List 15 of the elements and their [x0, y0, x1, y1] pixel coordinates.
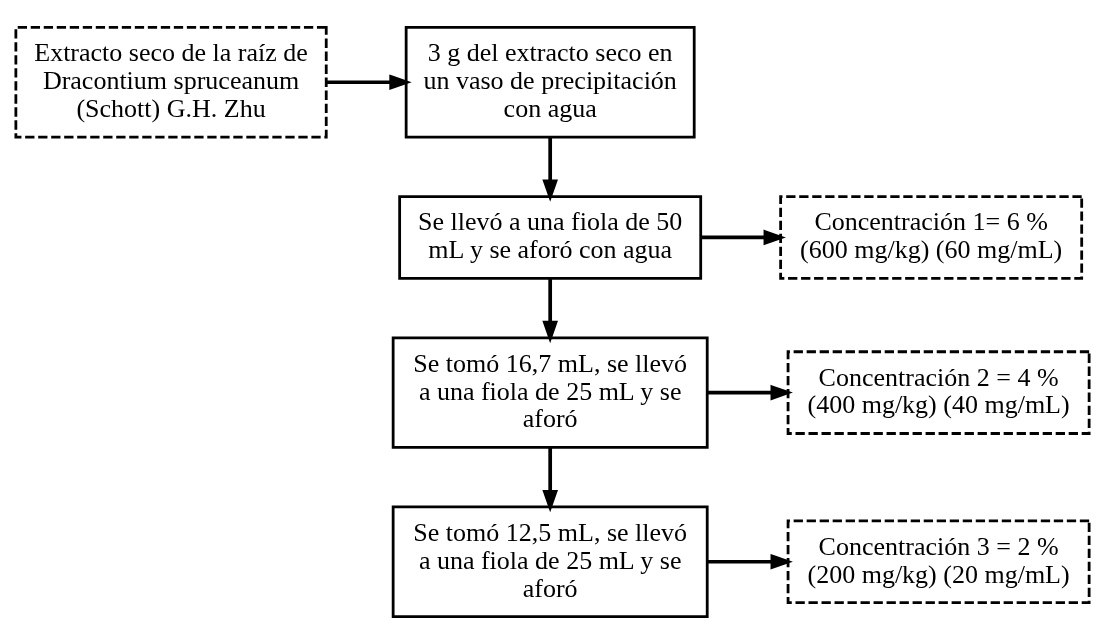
node-box: Se tomó 12,5 mL, se llevó a una fiola de 25 mL y se aforó	[391, 505, 709, 618]
node-box: Concentración 1= 6 % (600 mg/kg) (60 mg/mL)	[779, 195, 1084, 280]
arrow	[708, 553, 793, 570]
node-box: Extracto seco de la raíz de Dracontium spruceanum (Schott) G.H. Zhu	[14, 26, 328, 139]
arrow	[542, 137, 558, 202]
arrow	[542, 279, 558, 344]
node-box: Concentración 2 = 4 % (400 mg/kg) (40 mg/mL)	[786, 350, 1091, 435]
node-box: 3 g del extracto seco en un vaso de precipitación con agua	[404, 26, 696, 139]
node-box: Se tomó 16,7 mL, se llevó a una fiola de 25 mL y se aforó	[391, 336, 709, 449]
node-box: Concentración 3 = 2 % (200 mg/kg) (20 mg/mL)	[786, 519, 1091, 605]
arrow	[326, 74, 412, 91]
arrow	[542, 447, 558, 513]
node-box: Se llevó a una fiola de 50 mL y se aforó con agua	[398, 195, 703, 280]
arrow	[708, 384, 793, 401]
arrow	[701, 229, 786, 246]
